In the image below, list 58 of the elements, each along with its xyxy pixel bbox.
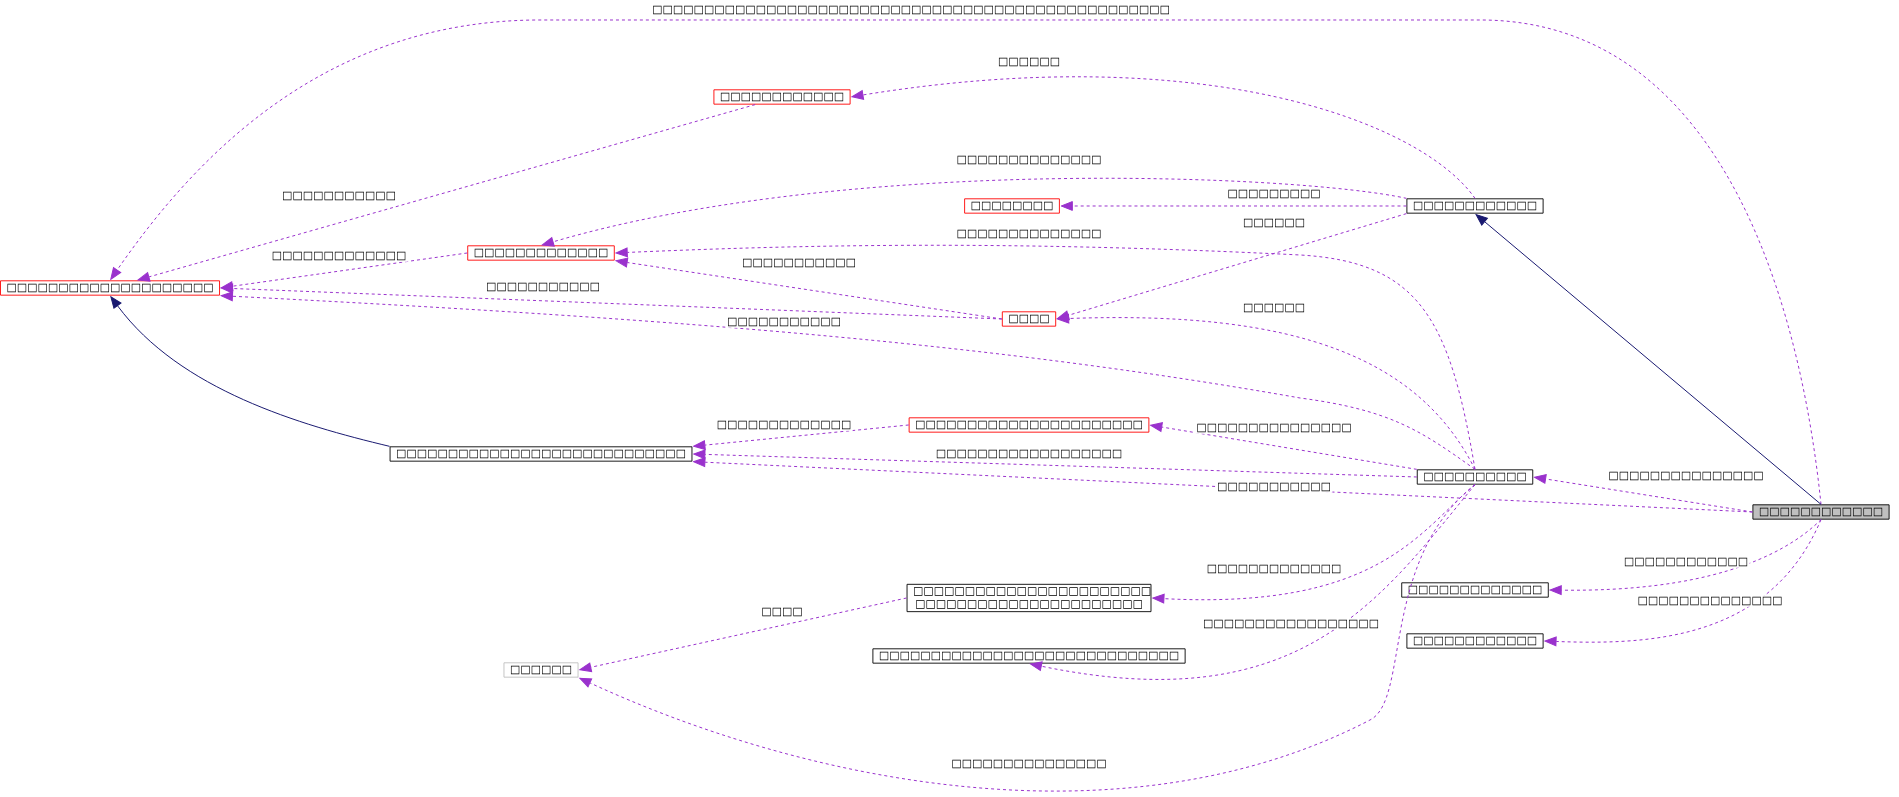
class-box: □□□□□□□□□□□□□□□□□□□□ <box>0 280 220 296</box>
edge-label: □□□□□□□□□□□□□□□ <box>1606 470 1766 482</box>
arrow <box>1549 519 1822 596</box>
edge-label: □□□□□□□□□□□ <box>725 316 843 328</box>
arrow <box>220 283 1003 320</box>
arrow <box>541 177 1407 247</box>
edge-label: □□□□□□□□□□□ <box>484 281 602 293</box>
class-box: □□□□□□ <box>503 662 579 678</box>
edge-label: □□□□□□ <box>1241 217 1307 229</box>
edge-label: □□□□□□□□□□□□□□□ <box>949 758 1109 770</box>
arrow <box>1475 214 1822 505</box>
arrow <box>1150 422 1418 470</box>
edge-label: □□□□ <box>759 606 805 618</box>
class-box: □□□□□□□□□□□□ <box>1406 633 1544 649</box>
arrow <box>110 19 1822 505</box>
edge-label: □□□□□□□□□□□□□□□ <box>1194 422 1354 434</box>
edge-label: □□□□□□□□□□□ <box>280 190 398 202</box>
arrow <box>220 291 1476 470</box>
arrow <box>693 457 1753 513</box>
arrow <box>1544 519 1822 647</box>
edge-label: □□□□□□□□□□□□□ <box>715 419 853 431</box>
arrow <box>579 484 1476 792</box>
class-box: □□□□□□□□□□□□□□□□□□□□□□□ □□□□□□□□□□□□□□□□□□□□□□ <box>906 583 1152 613</box>
edge-label: □□□□□□ <box>996 56 1062 68</box>
arrow <box>1057 313 1476 470</box>
edge-label: □□□□□□□□□ <box>1225 188 1323 200</box>
arrow <box>137 104 756 282</box>
arrow <box>1060 201 1407 211</box>
arrow <box>693 449 1418 478</box>
edge-label: □□□□□□□□□□□□□□□□□□□□□□□□□□□□□□□□□□□□□□□□□□□□□□□□□□ <box>650 4 1172 16</box>
class-box: □□□□□□□□□□□□ <box>1406 198 1544 214</box>
arrow <box>851 76 1476 199</box>
edge-label: □□□□□□□□□□□□□□ <box>955 228 1103 240</box>
edge-label: □□□□□□□□□□□ <box>740 257 858 269</box>
class-box: □□□□□□□□□□□□□ <box>1401 582 1549 598</box>
edge-label: □□□□□□ <box>1241 302 1307 314</box>
arrow <box>110 296 391 447</box>
class-box: □□□□□□□□□□□□ <box>1752 504 1890 520</box>
edge-label: □□□□□□□□□□□□□□□□□ <box>1201 618 1381 630</box>
edge-label: □□□□□□□□□□□□□□ <box>955 154 1103 166</box>
edge-label: □□□□□□□□□□□□□ <box>270 250 408 262</box>
arrow <box>615 244 1476 470</box>
class-box: □□□□□□□□ <box>964 198 1060 214</box>
class-box: □□□□□□□□□□□□□□□□□□□□□□□□□□□□ <box>389 446 693 462</box>
edge-label: □□□□□□□□□□□□□ <box>1205 563 1343 575</box>
edge-label: □□□□□□□□□□□□□□ <box>1636 595 1784 607</box>
edge-label: □□□□□□□□□□□□ <box>1622 556 1750 568</box>
edge-label: □□□□□□□□□□□□□□□□□□ <box>934 448 1124 460</box>
class-box: □□□□□□□□□□□□□ <box>467 245 615 261</box>
arrow <box>579 597 908 673</box>
arrow <box>1534 474 1753 513</box>
class-box: □□□□□□□□□□□□ <box>713 89 851 105</box>
class-box: □□□□□□□□□□ <box>1416 469 1534 485</box>
edge-label: □□□□□□□□□□□ <box>1215 481 1333 493</box>
arrow <box>693 424 910 450</box>
class-box: □□□□□□□□□□□□□□□□□□□□□□ <box>908 417 1150 433</box>
class-box: □□□□□□□□□□□□□□□□□□□□□□□□□□□□□ <box>872 648 1186 664</box>
class-box: □□□□ <box>1001 311 1057 327</box>
